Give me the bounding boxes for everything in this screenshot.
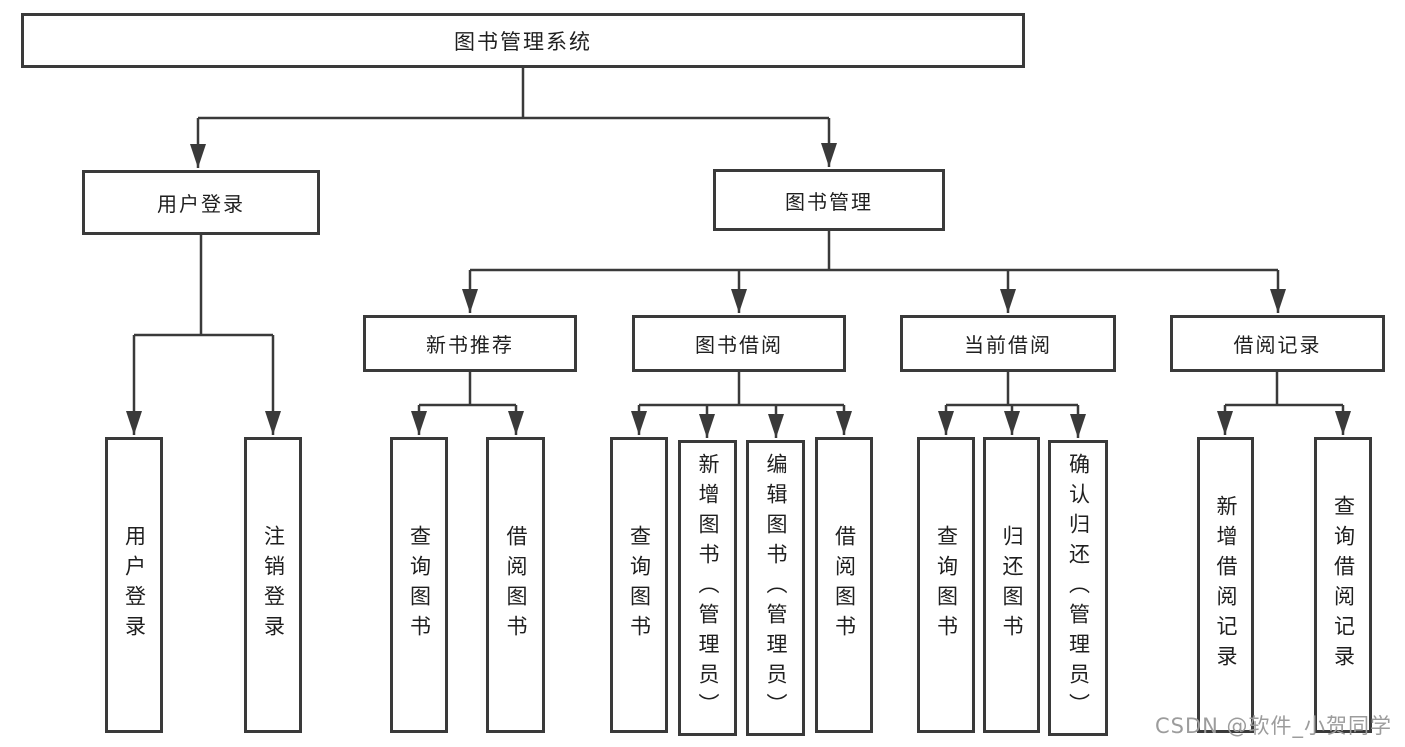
leaf-br-query-record-label: 查询借阅记录	[1331, 495, 1356, 675]
group-book-borrowing-label: 图书借阅	[695, 333, 783, 357]
connector-book-borrowing-bar	[639, 372, 844, 407]
leaf-logout-label: 注销登录	[261, 525, 286, 645]
connector-current-borrowing-bar	[946, 372, 1078, 407]
group-borrowing-records-label: 借阅记录	[1233, 333, 1322, 357]
connector-borrowing-records-bar	[1225, 372, 1343, 407]
connector-root-bar	[198, 68, 829, 120]
leaf-nb-borrow-books: 借阅图书	[486, 437, 545, 733]
leaf-br-query-record: 查询借阅记录	[1314, 437, 1372, 733]
csdn-watermark: CSDN @软件_小贺同学	[1155, 714, 1393, 738]
leaf-bb-add-books-admin-label: 新增图书（管理员）	[696, 453, 720, 723]
leaf-logout: 注销登录	[244, 437, 302, 733]
leaf-bb-borrow-books-label: 借阅图书	[832, 525, 857, 645]
leaf-cb-return-books: 归还图书	[983, 437, 1040, 733]
leaf-br-add-record: 新增借阅记录	[1197, 437, 1254, 733]
connector-user-login-bar	[134, 235, 273, 337]
leaf-nb-query-books: 查询图书	[390, 437, 448, 733]
leaf-bb-borrow-books: 借阅图书	[815, 437, 873, 733]
leaf-cb-confirm-return-admin: 确认归还（管理员）	[1048, 440, 1108, 736]
leaf-user-login-label: 用户登录	[122, 525, 147, 645]
group-book-borrowing: 图书借阅	[632, 315, 846, 372]
leaf-bb-query-books-label: 查询图书	[627, 525, 652, 645]
leaf-nb-borrow-books-label: 借阅图书	[504, 525, 528, 645]
branch-user-login-label: 用户登录	[157, 192, 245, 216]
branch-book-management: 图书管理	[713, 169, 945, 231]
leaf-bb-edit-books-admin: 编辑图书（管理员）	[746, 440, 805, 736]
connector-new-book-bar	[419, 372, 516, 407]
group-borrowing-records: 借阅记录	[1170, 315, 1385, 372]
group-new-book-recommendation-label: 新书推荐	[426, 333, 514, 357]
leaf-bb-edit-books-admin-label: 编辑图书（管理员）	[764, 453, 788, 723]
leaf-nb-query-books-label: 查询图书	[407, 525, 432, 645]
connector-book-management-bar	[470, 231, 1278, 272]
leaf-cb-confirm-return-admin-label: 确认归还（管理员）	[1066, 453, 1091, 723]
leaf-bb-add-books-admin: 新增图书（管理员）	[678, 440, 737, 736]
group-current-borrowing: 当前借阅	[900, 315, 1116, 372]
leaf-cb-return-books-label: 归还图书	[1000, 525, 1024, 645]
leaf-bb-query-books: 查询图书	[610, 437, 668, 733]
root-node-label: 图书管理系统	[454, 29, 592, 54]
branch-book-management-label: 图书管理	[785, 189, 873, 214]
branch-user-login: 用户登录	[82, 170, 320, 235]
group-new-book-recommendation: 新书推荐	[363, 315, 577, 372]
leaf-cb-query-books-label: 查询图书	[934, 525, 959, 645]
leaf-cb-query-books: 查询图书	[917, 437, 975, 733]
leaf-br-add-record-label: 新增借阅记录	[1214, 495, 1238, 675]
leaf-user-login: 用户登录	[105, 437, 163, 733]
root-node: 图书管理系统	[21, 13, 1025, 68]
group-current-borrowing-label: 当前借阅	[964, 333, 1052, 357]
